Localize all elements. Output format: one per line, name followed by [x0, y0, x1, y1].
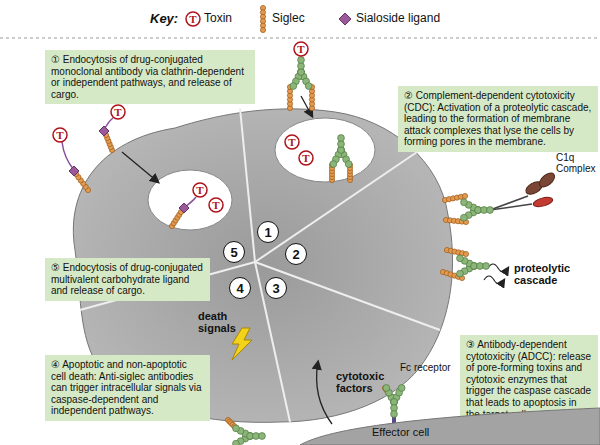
- c1q-head: [532, 196, 553, 209]
- antibody-bead: [457, 270, 464, 277]
- callout-number: 1: [257, 221, 279, 243]
- node-text: ① Endocytosis of drug-conjugated monoclo…: [51, 54, 249, 100]
- toxin-label: T: [294, 42, 308, 56]
- toxin-icon: [193, 183, 207, 197]
- siglec-bead: [260, 27, 265, 32]
- ligand-linkers: [62, 118, 196, 207]
- toxin-label: T: [186, 12, 200, 26]
- endosome: [148, 170, 232, 230]
- effector-cell-shape: [300, 398, 600, 445]
- sialoside-ligand: [99, 126, 109, 136]
- node-text: ② Complement-dependent cytotoxicity (CDC…: [404, 90, 592, 148]
- text-box: ④ Apoptotic and non-apoptotic cell death…: [45, 355, 210, 421]
- antibody-bead: [233, 440, 240, 445]
- antibody-bead: [330, 161, 337, 168]
- node-text: ④ Apoptotic and non-apoptotic cell death…: [51, 359, 204, 417]
- callout-number: 5: [223, 241, 245, 263]
- legend-text: Toxin: [204, 12, 232, 25]
- annotation-label: Key:: [150, 12, 178, 26]
- toxin-label: T: [53, 128, 67, 142]
- toxin-label: T: [193, 183, 207, 197]
- toxin-label: T: [299, 151, 313, 165]
- number-text: 5: [230, 245, 237, 260]
- annotation-label: cytotoxic factors: [336, 370, 396, 394]
- callout-number: 2: [285, 243, 307, 265]
- toxin-icon: [294, 42, 308, 56]
- antibody-bead: [461, 199, 468, 206]
- callout-number: 4: [229, 277, 251, 299]
- annotation-label: proteolytic cascade: [514, 262, 588, 286]
- key-divider: [0, 38, 600, 39]
- annotation-label: death signals: [198, 310, 244, 334]
- toxin-icon: [53, 128, 67, 142]
- antibody-bead: [338, 135, 345, 142]
- siglec-bead: [463, 251, 468, 256]
- endosome: [275, 118, 375, 182]
- sialoside-ligand: [69, 166, 79, 176]
- node-text: ③ Antibody-dependent cytotoxicity (ADCC)…: [466, 339, 592, 420]
- antibody-bead: [383, 385, 390, 392]
- toxin-key-icon: [186, 12, 200, 26]
- sialoside-ligand: [179, 203, 189, 213]
- cytotoxic-arrow: [317, 362, 332, 424]
- toxin-icon: [209, 198, 223, 212]
- effector-cell: Effector cell: [300, 398, 600, 445]
- node-text: Effector cell: [372, 426, 429, 438]
- ligand-key-icon: [339, 13, 351, 25]
- antibody-bead: [233, 425, 240, 432]
- number-text: 2: [292, 247, 299, 262]
- toxin-label: T: [209, 198, 223, 212]
- antibody-bead: [298, 57, 305, 64]
- text-box: ⑤ Endocytosis of drug-conjugated multiva…: [45, 258, 210, 301]
- toxin-label: T: [111, 105, 125, 119]
- toxin-label: T: [285, 135, 299, 149]
- antibody-bead: [305, 83, 312, 90]
- antibody-bead: [290, 83, 297, 90]
- annotation-label: C1q Complex: [556, 152, 600, 174]
- c1q-stalks: [490, 196, 532, 210]
- antibody-bead: [398, 385, 405, 392]
- number-text: 3: [272, 281, 279, 296]
- toxin-icon: [111, 105, 125, 119]
- callout-number: 3: [265, 277, 287, 299]
- number-text: 1: [264, 225, 271, 240]
- annotation-label: Fc receptor: [400, 362, 451, 373]
- toxin-icon: [285, 135, 299, 149]
- effector-cell-outline: [300, 408, 600, 445]
- antibody-bead: [487, 207, 494, 214]
- node-text: ⑤ Endocytosis of drug-conjugated multiva…: [51, 262, 204, 297]
- legend-text: Siglec: [272, 12, 305, 25]
- toxin-icon: [299, 151, 313, 165]
- antibody-bead: [391, 411, 398, 418]
- siglec-bead: [462, 193, 467, 198]
- antibody-bead: [483, 263, 490, 270]
- legend-text: Sialoside ligand: [356, 12, 440, 25]
- number-text: 4: [236, 281, 243, 296]
- text-box: ② Complement-dependent cytotoxicity (CDC…: [398, 86, 598, 152]
- antibody-bead: [345, 161, 352, 168]
- antibody-bead: [461, 214, 468, 221]
- text-box: ① Endocytosis of drug-conjugated monoclo…: [45, 50, 255, 104]
- antibody-bead: [457, 255, 464, 262]
- internalization-arrow: [122, 152, 158, 182]
- c1q-head: [537, 170, 557, 189]
- antibody-bead: [259, 433, 266, 440]
